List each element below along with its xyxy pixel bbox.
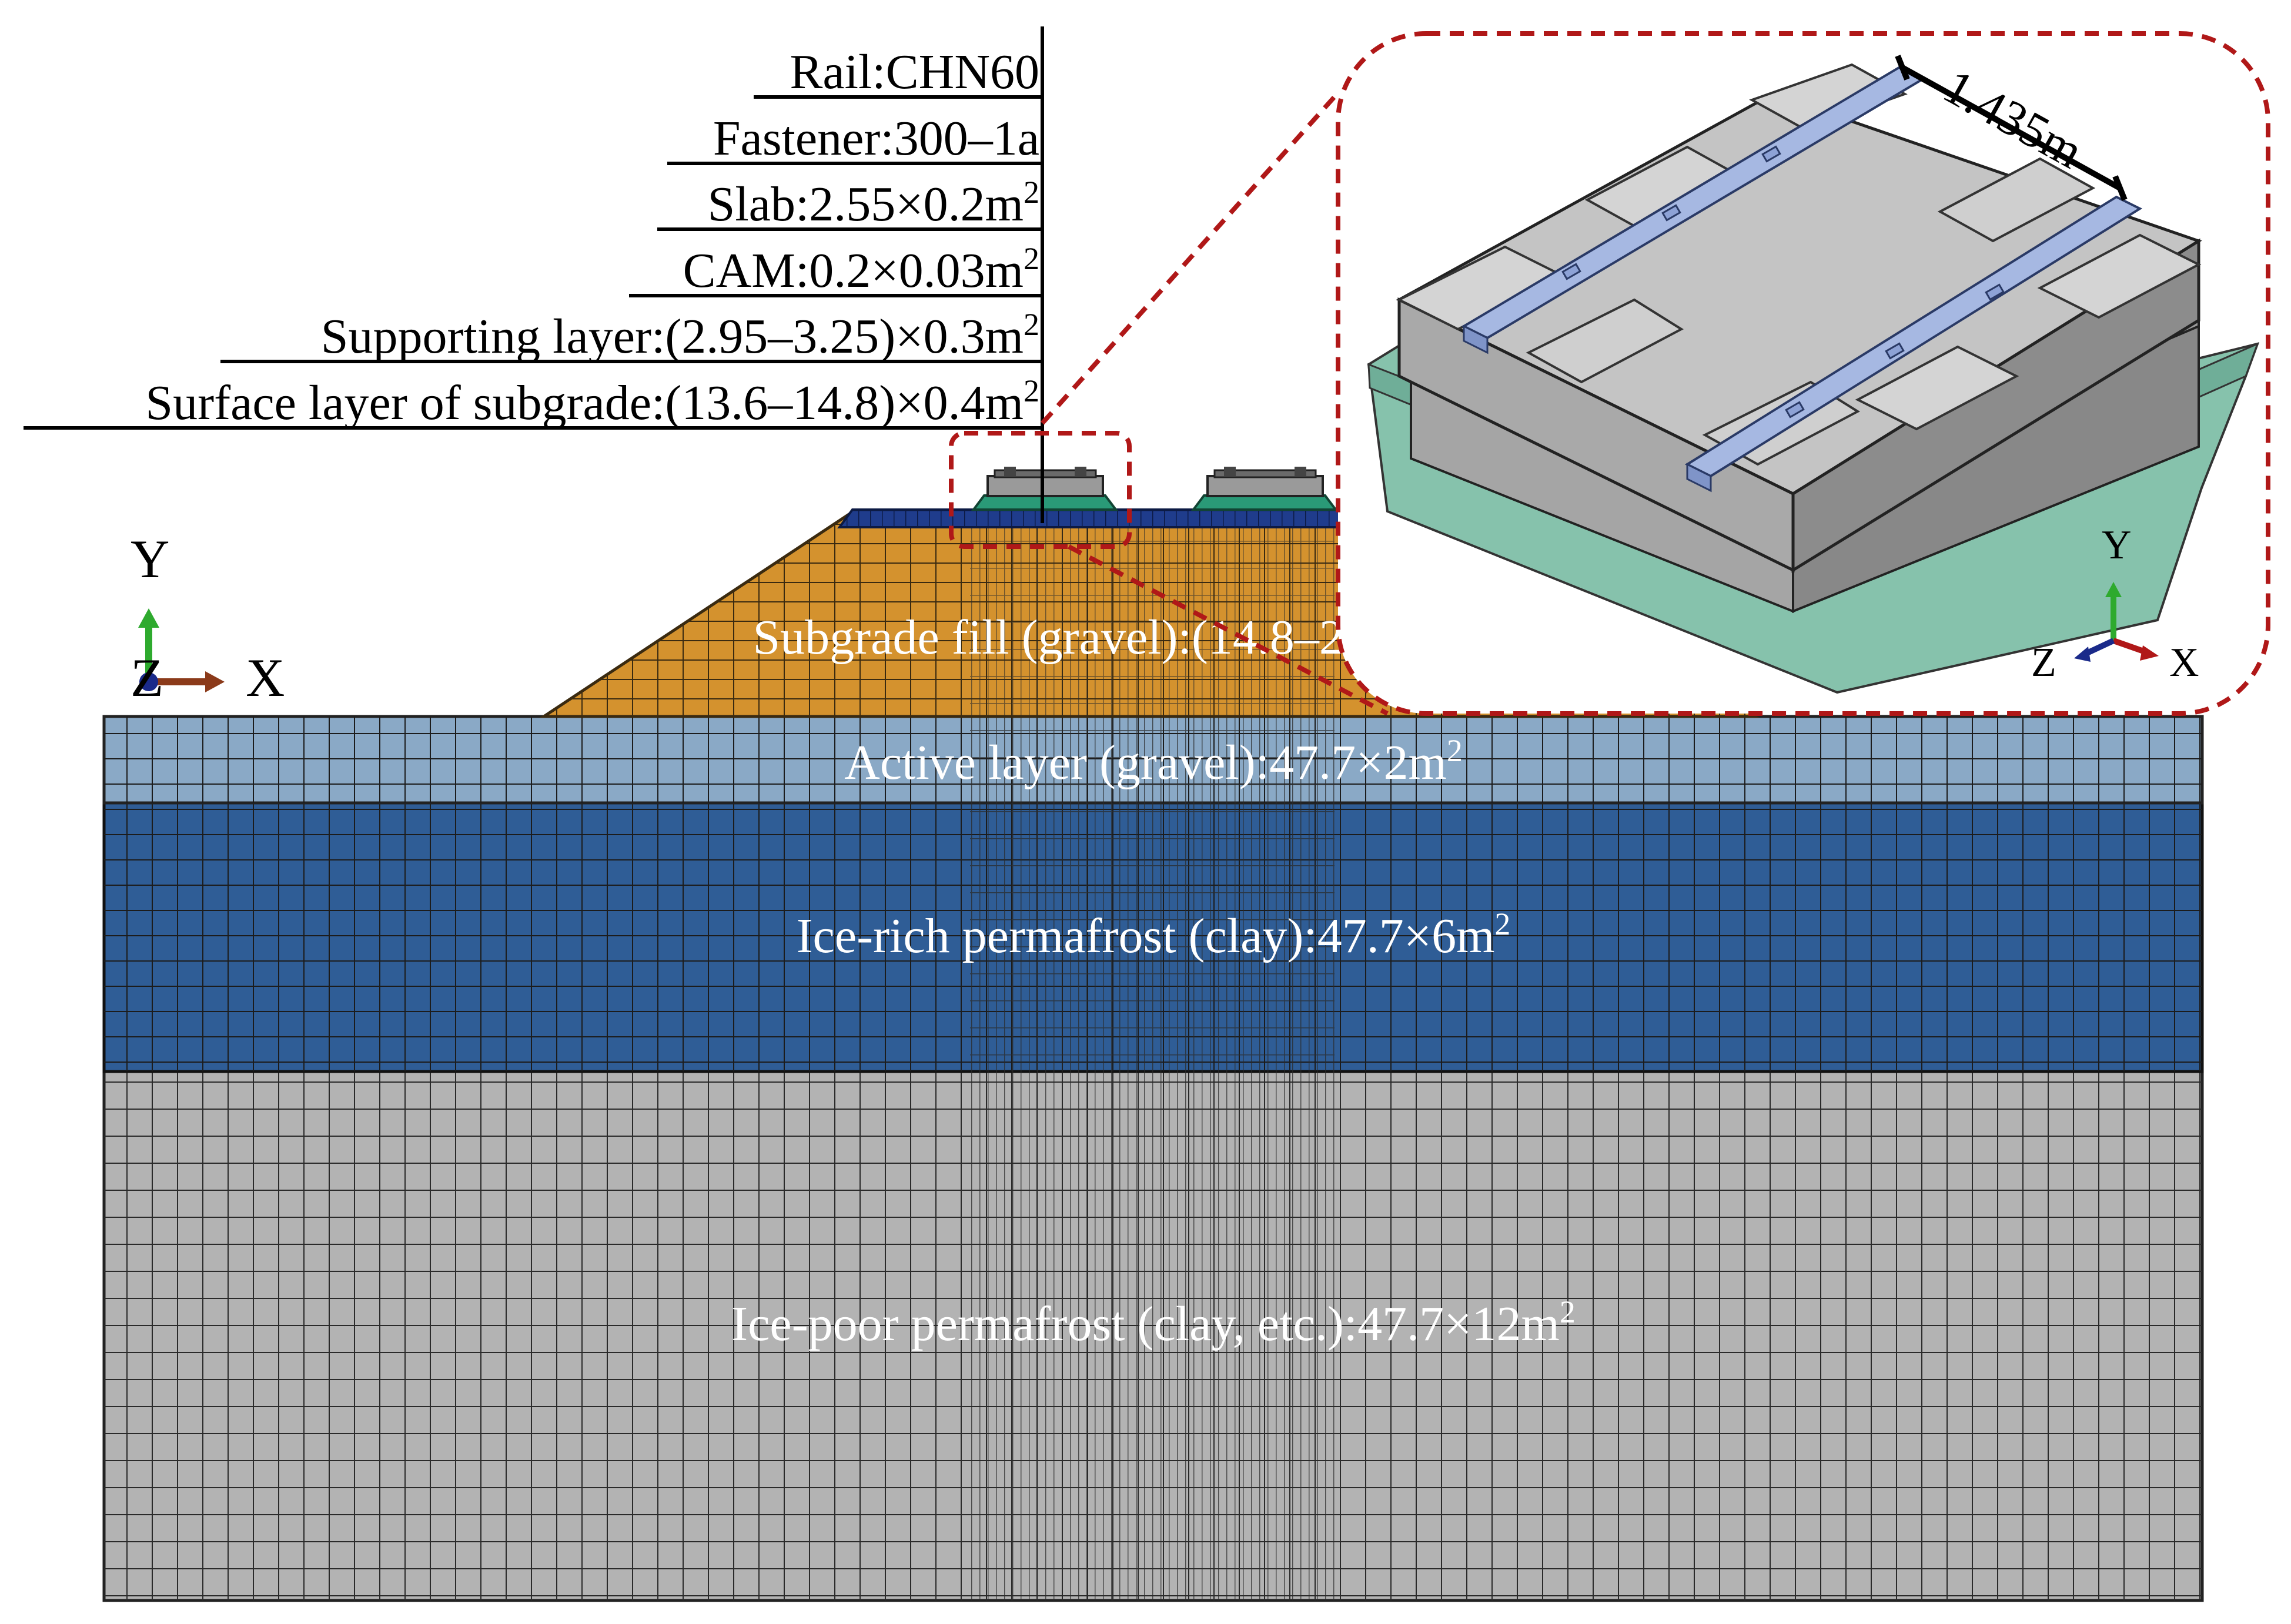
main-x-label: X [246, 648, 285, 708]
inset-y-label: Y [2102, 523, 2132, 568]
main-z-label: Z [131, 648, 163, 708]
zoom-region-box [949, 431, 1132, 549]
main-y-label: Y [131, 529, 169, 589]
ground-layers [102, 715, 2204, 1602]
active-layer-label: Active layer (gravel):47.7×2m2 [844, 733, 1463, 790]
ice-rich-label: Ice-rich permafrost (clay):47.7×6m2 [797, 906, 1511, 963]
supporting-layer-label: Supporting layer:(2.95–3.25)×0.3m2 [321, 307, 1039, 364]
track-structure-right [1191, 467, 1338, 511]
rail-label: Rail:CHN60 [790, 45, 1039, 99]
inset-frame [1336, 31, 2270, 716]
gauge-dimension [1895, 55, 2128, 201]
inset-axis-triad: Y Z X [2031, 523, 2199, 685]
ice-poor-label: Ice-poor permafrost (clay, etc.):47.7×12… [731, 1294, 1576, 1351]
inset-3d-view: 1.435m Y Z X [1336, 31, 2270, 716]
slab-label: Slab:2.55×0.2m2 [708, 175, 1039, 232]
main-axis-triad: Y Z X [131, 529, 285, 708]
inset-z-label: Z [2031, 640, 2056, 685]
inset-x-label: X [2169, 640, 2199, 685]
track-structure-left [971, 467, 1118, 511]
fastener-label: Fastener:300–1a [713, 111, 1039, 166]
refined-mesh-column [970, 716, 1335, 1600]
zoom-callout [949, 91, 1389, 716]
surface-layer-label: Surface layer of subgrade:(13.6–14.8)×0.… [145, 373, 1039, 430]
structure-leader-lines [24, 26, 1044, 523]
structure-labels: Rail:CHN60 Fastener:300–1a Slab:2.55×0.2… [145, 45, 1039, 430]
cam-label: CAM:0.2×0.03m2 [683, 241, 1039, 298]
